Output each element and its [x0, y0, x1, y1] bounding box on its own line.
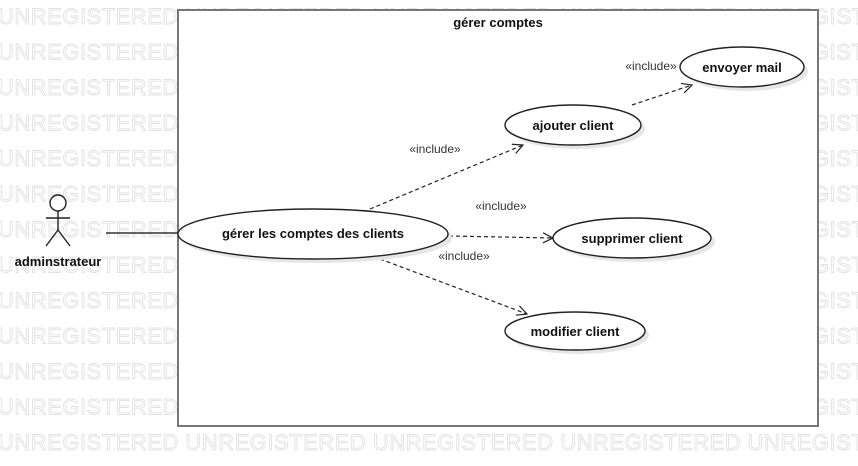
use-case-main-label: gérer les comptes des clients — [222, 226, 404, 241]
include-arrow-modifier[interactable] — [379, 258, 527, 314]
actor-adminstrateur[interactable]: adminstrateur — [15, 194, 102, 269]
use-case-ajouter-label: ajouter client — [533, 118, 615, 133]
include-label-envoyer: «include» — [625, 59, 677, 73]
stick-figure-icon — [45, 194, 71, 247]
system-title: gérer comptes — [453, 15, 543, 30]
use-case-supprimer-label: supprimer client — [581, 231, 683, 246]
watermark-row: UNREGISTERED UNREGISTERED UNREGISTERED U… — [0, 430, 858, 455]
include-arrow-supprimer[interactable] — [448, 236, 553, 238]
include-label-ajouter: «include» — [409, 142, 461, 156]
include-label-supprimer: «include» — [475, 199, 527, 213]
use-case-modifier-label: modifier client — [531, 324, 621, 339]
use-case-ajouter[interactable]: ajouter client — [504, 104, 645, 149]
use-case-modifier[interactable]: modifier client — [504, 311, 649, 354]
use-case-envoyer-label: envoyer mail — [702, 60, 782, 75]
use-case-supprimer[interactable]: supprimer client — [552, 217, 715, 262]
use-case-main[interactable]: gérer les comptes des clients — [177, 208, 452, 263]
use-case-envoyer[interactable]: envoyer mail — [679, 46, 808, 91]
include-label-modifier: «include» — [438, 249, 490, 263]
actor-label: adminstrateur — [15, 254, 102, 269]
include-arrow-envoyer[interactable] — [631, 85, 692, 106]
